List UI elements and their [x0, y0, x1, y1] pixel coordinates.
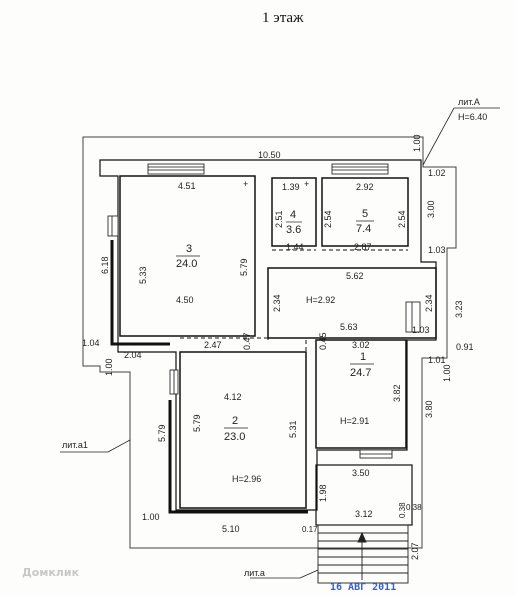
- dim-mid-047: 0.47: [242, 332, 252, 350]
- room-4-id: 4: [290, 209, 296, 221]
- room-3-id: 3: [186, 243, 192, 255]
- room-5-outline: [321, 177, 409, 247]
- dim-right-100: 1.00: [442, 364, 452, 382]
- dim-left-104: 1.04: [82, 338, 100, 348]
- room-3-area: 24.0: [176, 258, 197, 270]
- dim-r1-top: 3.02: [352, 340, 370, 350]
- room2-wall: [168, 400, 308, 514]
- dim-r2-top: 4.12: [224, 392, 242, 402]
- room-5-area: 7.4: [356, 223, 371, 235]
- dim-mid-247: 2.47: [204, 340, 222, 350]
- dim-right-300: 3.00: [426, 200, 436, 218]
- dim-left-204: 2.04: [124, 350, 142, 360]
- dim-right-101: 1.01: [428, 355, 446, 365]
- dim-right-102: 1.02: [428, 168, 446, 178]
- dim-porch-198: 1.98: [318, 484, 328, 502]
- dim-top-total: 10.50: [258, 150, 281, 160]
- dim-porch-312: 3.12: [355, 509, 373, 519]
- dim-hall-left: 2.34: [272, 294, 282, 312]
- dim-right-380: 3.80: [424, 400, 434, 418]
- dim-r1-right: 3.82: [392, 384, 402, 402]
- dim-r2-right: 5.31: [288, 420, 298, 438]
- dim-right-091: 0.91: [456, 342, 474, 352]
- dim-stairs-207: 2.07: [410, 542, 420, 560]
- height-a-label: H=6.40: [458, 112, 487, 122]
- dim-left-100: 1.00: [104, 358, 114, 376]
- lit-a-label: лит.А: [458, 97, 480, 107]
- outer-outline: [82, 136, 457, 549]
- dim-r1-bottom: 3.50: [352, 468, 370, 478]
- dim-bottom-017: 0.17: [302, 525, 318, 534]
- dim-hall-right: 2.34: [424, 294, 434, 312]
- dim-hall-103: 1.03: [412, 325, 430, 335]
- dim-porch-038a: 0.38: [398, 502, 407, 518]
- dim-r3-left: 5.33: [138, 266, 148, 284]
- room-4-area: 3.6: [286, 224, 301, 236]
- dim-bottom-510: 5.10: [222, 524, 240, 534]
- room-1-area: 24.7: [350, 367, 371, 379]
- dim-right-103: 1.03: [428, 245, 446, 255]
- plus-mark: +: [304, 179, 309, 189]
- room-2-area: 23.0: [224, 431, 245, 443]
- lit-a-small-label: лит.а: [244, 568, 265, 578]
- room-4-outline: [271, 177, 317, 247]
- dim-r3-right: 5.79: [239, 258, 249, 276]
- date-stamp: 16 АВГ 2011: [330, 582, 396, 593]
- dim-r2-left-outer: 5.79: [157, 424, 167, 442]
- watermark: Домклик: [22, 566, 80, 579]
- room-2-height: H=2.96: [232, 474, 261, 484]
- left-wing-wall: [110, 240, 170, 346]
- dim-r3-bottom: 4.50: [176, 295, 194, 305]
- dim-r5-left: 2.54: [323, 210, 333, 228]
- dim-r3-top: 4.51: [178, 181, 196, 191]
- dim-r3-left-outer: 6.18: [100, 256, 110, 274]
- dim-r2-left: 5.79: [192, 414, 202, 432]
- room-2-id: 2: [232, 415, 238, 427]
- room-1-outline: [315, 339, 407, 449]
- lit-a1-label: лит.а1: [62, 440, 88, 450]
- room-1-height: H=2.91: [340, 416, 369, 426]
- room-2-outline: [179, 351, 307, 509]
- plan-title: 1 этаж: [262, 10, 304, 26]
- dim-r4-left: 2.51: [274, 210, 284, 228]
- dim-bottom-100: 1.00: [142, 512, 160, 522]
- dim-r4-top: 1.39: [282, 182, 300, 192]
- dim-r5-bottom: 2.87: [354, 242, 372, 252]
- dim-hall-top: 5.62: [346, 271, 364, 281]
- dim-porch-038b: 0.38: [406, 503, 422, 512]
- dim-hall-bottom: 5.63: [340, 322, 358, 332]
- dim-r5-top: 2.92: [356, 182, 374, 192]
- hall-height: H=2.92: [306, 295, 335, 305]
- stairs: [317, 524, 409, 584]
- windows: [107, 163, 421, 459]
- dim-right-323: 3.23: [454, 300, 464, 318]
- room-3-outline: [119, 175, 256, 337]
- dashed-openings: [180, 249, 408, 508]
- dim-r4-bottom: 1.44: [286, 242, 304, 252]
- room-5-id: 5: [362, 208, 368, 220]
- dim-r5-right: 2.54: [397, 210, 407, 228]
- dim-mid-045: 0.45: [318, 332, 328, 350]
- dim-right-top: 1.00: [412, 134, 422, 152]
- room-1-id: 1: [360, 351, 366, 363]
- plus-mark: +: [243, 179, 248, 189]
